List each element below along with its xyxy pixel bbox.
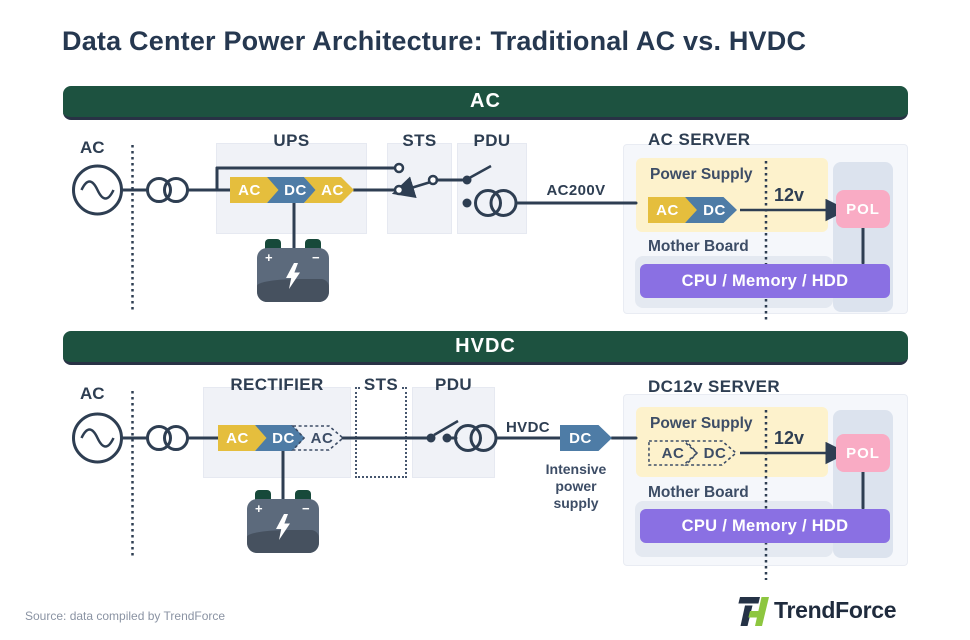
hvdc-dc-arrow: DC xyxy=(560,425,612,451)
rectifier-title: RECTIFIER xyxy=(230,375,324,394)
ac200v-label: AC200V xyxy=(546,182,606,199)
arrow-label: AC xyxy=(321,181,344,199)
ac-cpu-memory-hdd-bar: CPU / Memory / HDD xyxy=(640,264,890,298)
trendforce-logo-text: TrendForce xyxy=(774,597,897,623)
arrow-label: AC xyxy=(656,201,679,219)
hvdc-pol-box: POL xyxy=(836,434,890,472)
arrow-label: DC xyxy=(703,444,727,462)
battery-icon: + − xyxy=(257,239,329,303)
battery-body: + − xyxy=(257,248,329,302)
arrow-label: DC xyxy=(284,181,307,199)
sts-title-hvdc: STS xyxy=(355,375,407,395)
hvdc-line-label: HVDC xyxy=(505,419,551,436)
hvdc-psu-arrow-ac-dotted: AC xyxy=(648,440,699,466)
rectifier-arrow-ac-out-dotted: AC xyxy=(291,425,345,451)
pdu-title-ac: PDU xyxy=(473,131,511,150)
ac-motherboard-label: Mother Board xyxy=(648,238,749,255)
sts-box-hvdc-dotted xyxy=(355,387,407,478)
arrow-label: DC xyxy=(569,429,592,447)
arrow-label: AC xyxy=(238,181,261,199)
battery-terminal-positive xyxy=(255,490,271,501)
arrow-label: AC xyxy=(310,429,334,447)
intensive-power-supply-note: Intensive power supply xyxy=(545,461,607,511)
ups-title: UPS xyxy=(273,131,310,150)
lightning-icon xyxy=(286,263,300,289)
pdu-box-hvdc xyxy=(412,387,495,478)
hvdc-power-supply-box xyxy=(636,407,828,477)
hvdc-section-banner: HVDC xyxy=(63,331,908,365)
ac-transformer-icon xyxy=(146,177,189,203)
plus-sign: + xyxy=(255,501,263,516)
hvdc-power-supply-label: Power Supply xyxy=(650,415,753,432)
battery-terminal-positive xyxy=(265,239,281,250)
sts-title-text: STS xyxy=(360,375,402,394)
hvdc-12v-label: 12v xyxy=(773,428,805,448)
arrow-label: DC xyxy=(272,429,295,447)
pdu-box-ac xyxy=(457,143,527,234)
ac-12v-label: 12v xyxy=(773,185,805,205)
sts-box-ac xyxy=(387,143,452,234)
hvdc-source-label: AC xyxy=(80,384,105,403)
ac-power-supply-label: Power Supply xyxy=(650,166,753,183)
arrow-label: DC xyxy=(703,201,726,219)
battery-terminal-negative xyxy=(305,239,321,250)
hvdc-motherboard-label: Mother Board xyxy=(648,484,749,501)
hvdc-source-icon xyxy=(72,412,123,464)
battery-terminal-negative xyxy=(295,490,311,501)
source-attribution: Source: data compiled by TrendForce xyxy=(25,609,226,623)
minus-sign: − xyxy=(302,501,310,516)
minus-sign: − xyxy=(312,250,320,265)
hvdc-psu-arrow-dc-dotted: DC xyxy=(684,440,738,466)
page-title: Data Center Power Architecture: Traditio… xyxy=(62,26,807,56)
ac-server-title: AC SERVER xyxy=(648,130,751,149)
dc12v-server-title: DC12v SERVER xyxy=(648,377,781,396)
plus-sign: + xyxy=(265,250,273,265)
lightning-icon xyxy=(276,514,290,540)
arrow-label: AC xyxy=(661,444,685,462)
hvdc-cpu-memory-hdd-bar: CPU / Memory / HDD xyxy=(640,509,890,543)
battery-body: + − xyxy=(247,499,319,553)
battery-icon-hvdc: + − xyxy=(247,490,319,554)
arrow-label: AC xyxy=(226,429,249,447)
ac-pol-box: POL xyxy=(836,190,890,228)
ac-section-banner: AC xyxy=(63,86,908,120)
pdu-title-hvdc: PDU xyxy=(434,375,473,394)
sts-title-ac: STS xyxy=(402,131,437,150)
trendforce-logo-icon xyxy=(738,597,769,626)
hvdc-transformer-icon xyxy=(146,425,189,451)
ac-source-icon xyxy=(72,164,123,216)
ac-source-label: AC xyxy=(80,138,105,157)
